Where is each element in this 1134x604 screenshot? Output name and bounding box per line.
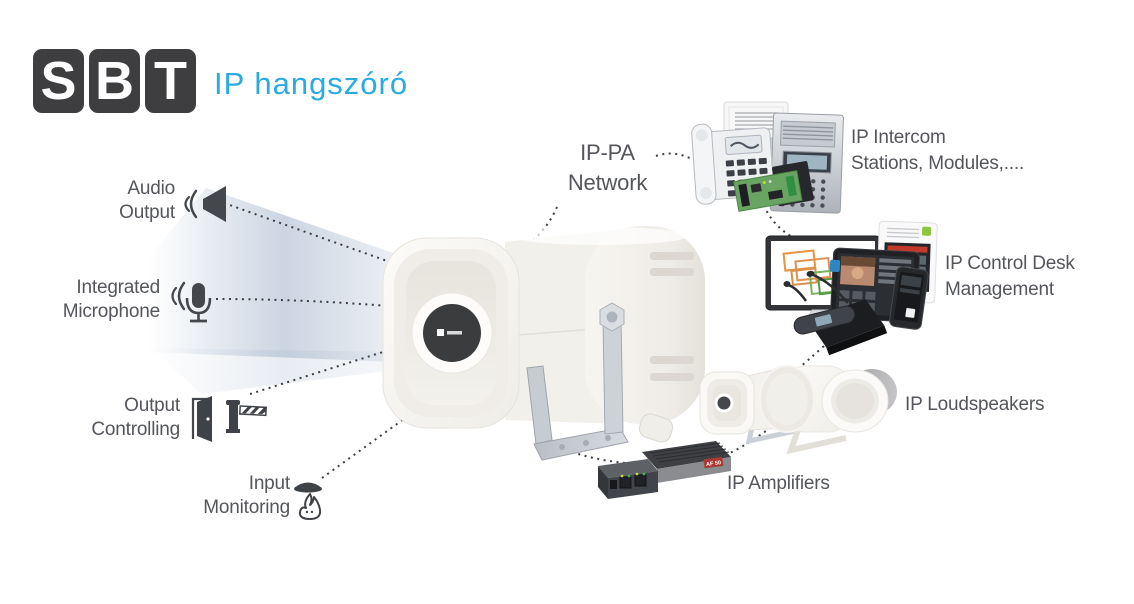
node-line: IP Amplifiers [727,473,830,494]
amplifier-badge: AF 50 [706,460,722,468]
feature-line: Integrated [76,277,160,298]
logo-letter-box: B [89,49,140,113]
logo-letter: T [154,51,187,111]
pcb-module [733,161,814,212]
node-line: IP Intercom [851,127,946,148]
feature-label-integrated-microphone: Integrated Microphone [10,276,160,324]
feature-line: Output [119,202,175,223]
microphone-icon [171,281,212,323]
node-line: IP Control Desk [945,253,1075,274]
node-line: Stations, Modules,.... [851,153,1025,174]
feature-line: Microphone [62,301,160,322]
mounting-bracket [526,302,629,461]
feature-label-input-monitoring: Input Monitoring [150,472,290,520]
feature-line: Monitoring [203,497,290,518]
main-horn-speaker [382,226,705,461]
desk-console [793,270,888,356]
control-desk-devices [765,220,938,356]
smartphone [889,266,929,330]
smoke-detector-flame-icon [294,482,322,520]
door-icon [191,396,212,442]
sbt-logo: S B T [33,49,196,113]
sound-beams [148,188,396,394]
hub-label-ippa-network: IP-PA Network [535,138,680,198]
logo-letter-box: T [145,49,196,113]
node-label-ip-control-desk: IP Control Desk Management [945,251,1125,303]
audio-output-speaker-icon [184,186,226,222]
feature-label-audio-output: Audio Output [40,177,175,225]
logo-letter: B [95,51,134,111]
hub-line: Network [567,170,648,195]
connector-microphone [215,298,389,307]
feature-label-output-controlling: Output Controlling [40,394,180,442]
node-line: Management [945,279,1054,300]
connector-output-controlling [249,345,403,395]
node-label-ip-amplifiers: IP Amplifiers [727,471,897,497]
body-ridges [650,252,694,381]
connector-network-intercom [655,152,698,163]
node-line: IP Loudspeakers [905,394,1045,415]
brand-tagline: IP hangszóró [214,66,409,101]
logo-letter: S [40,51,77,111]
cable-gland [638,413,674,443]
rack-amplifier: AF 50 [642,441,731,483]
feature-line: Audio [127,178,175,199]
intercom-devices [691,101,844,214]
node-label-ip-intercom: IP Intercom Stations, Modules,.... [851,125,1101,177]
feature-line: Input [248,473,290,494]
feature-line: Output [124,395,180,416]
ip-amplifiers-devices: AF 50 [598,441,731,499]
barrier-gate-icon [226,400,267,433]
node-label-ip-loudspeakers: IP Loudspeakers [905,392,1115,418]
ceiling-speaker [821,369,897,433]
ip-loudspeakers-devices [699,365,897,455]
hub-line: IP-PA [580,140,635,165]
logo-letter-box: S [33,49,84,113]
panel-green-button [922,226,932,236]
mini-amplifier [598,459,658,499]
feature-line: Controlling [91,419,180,440]
